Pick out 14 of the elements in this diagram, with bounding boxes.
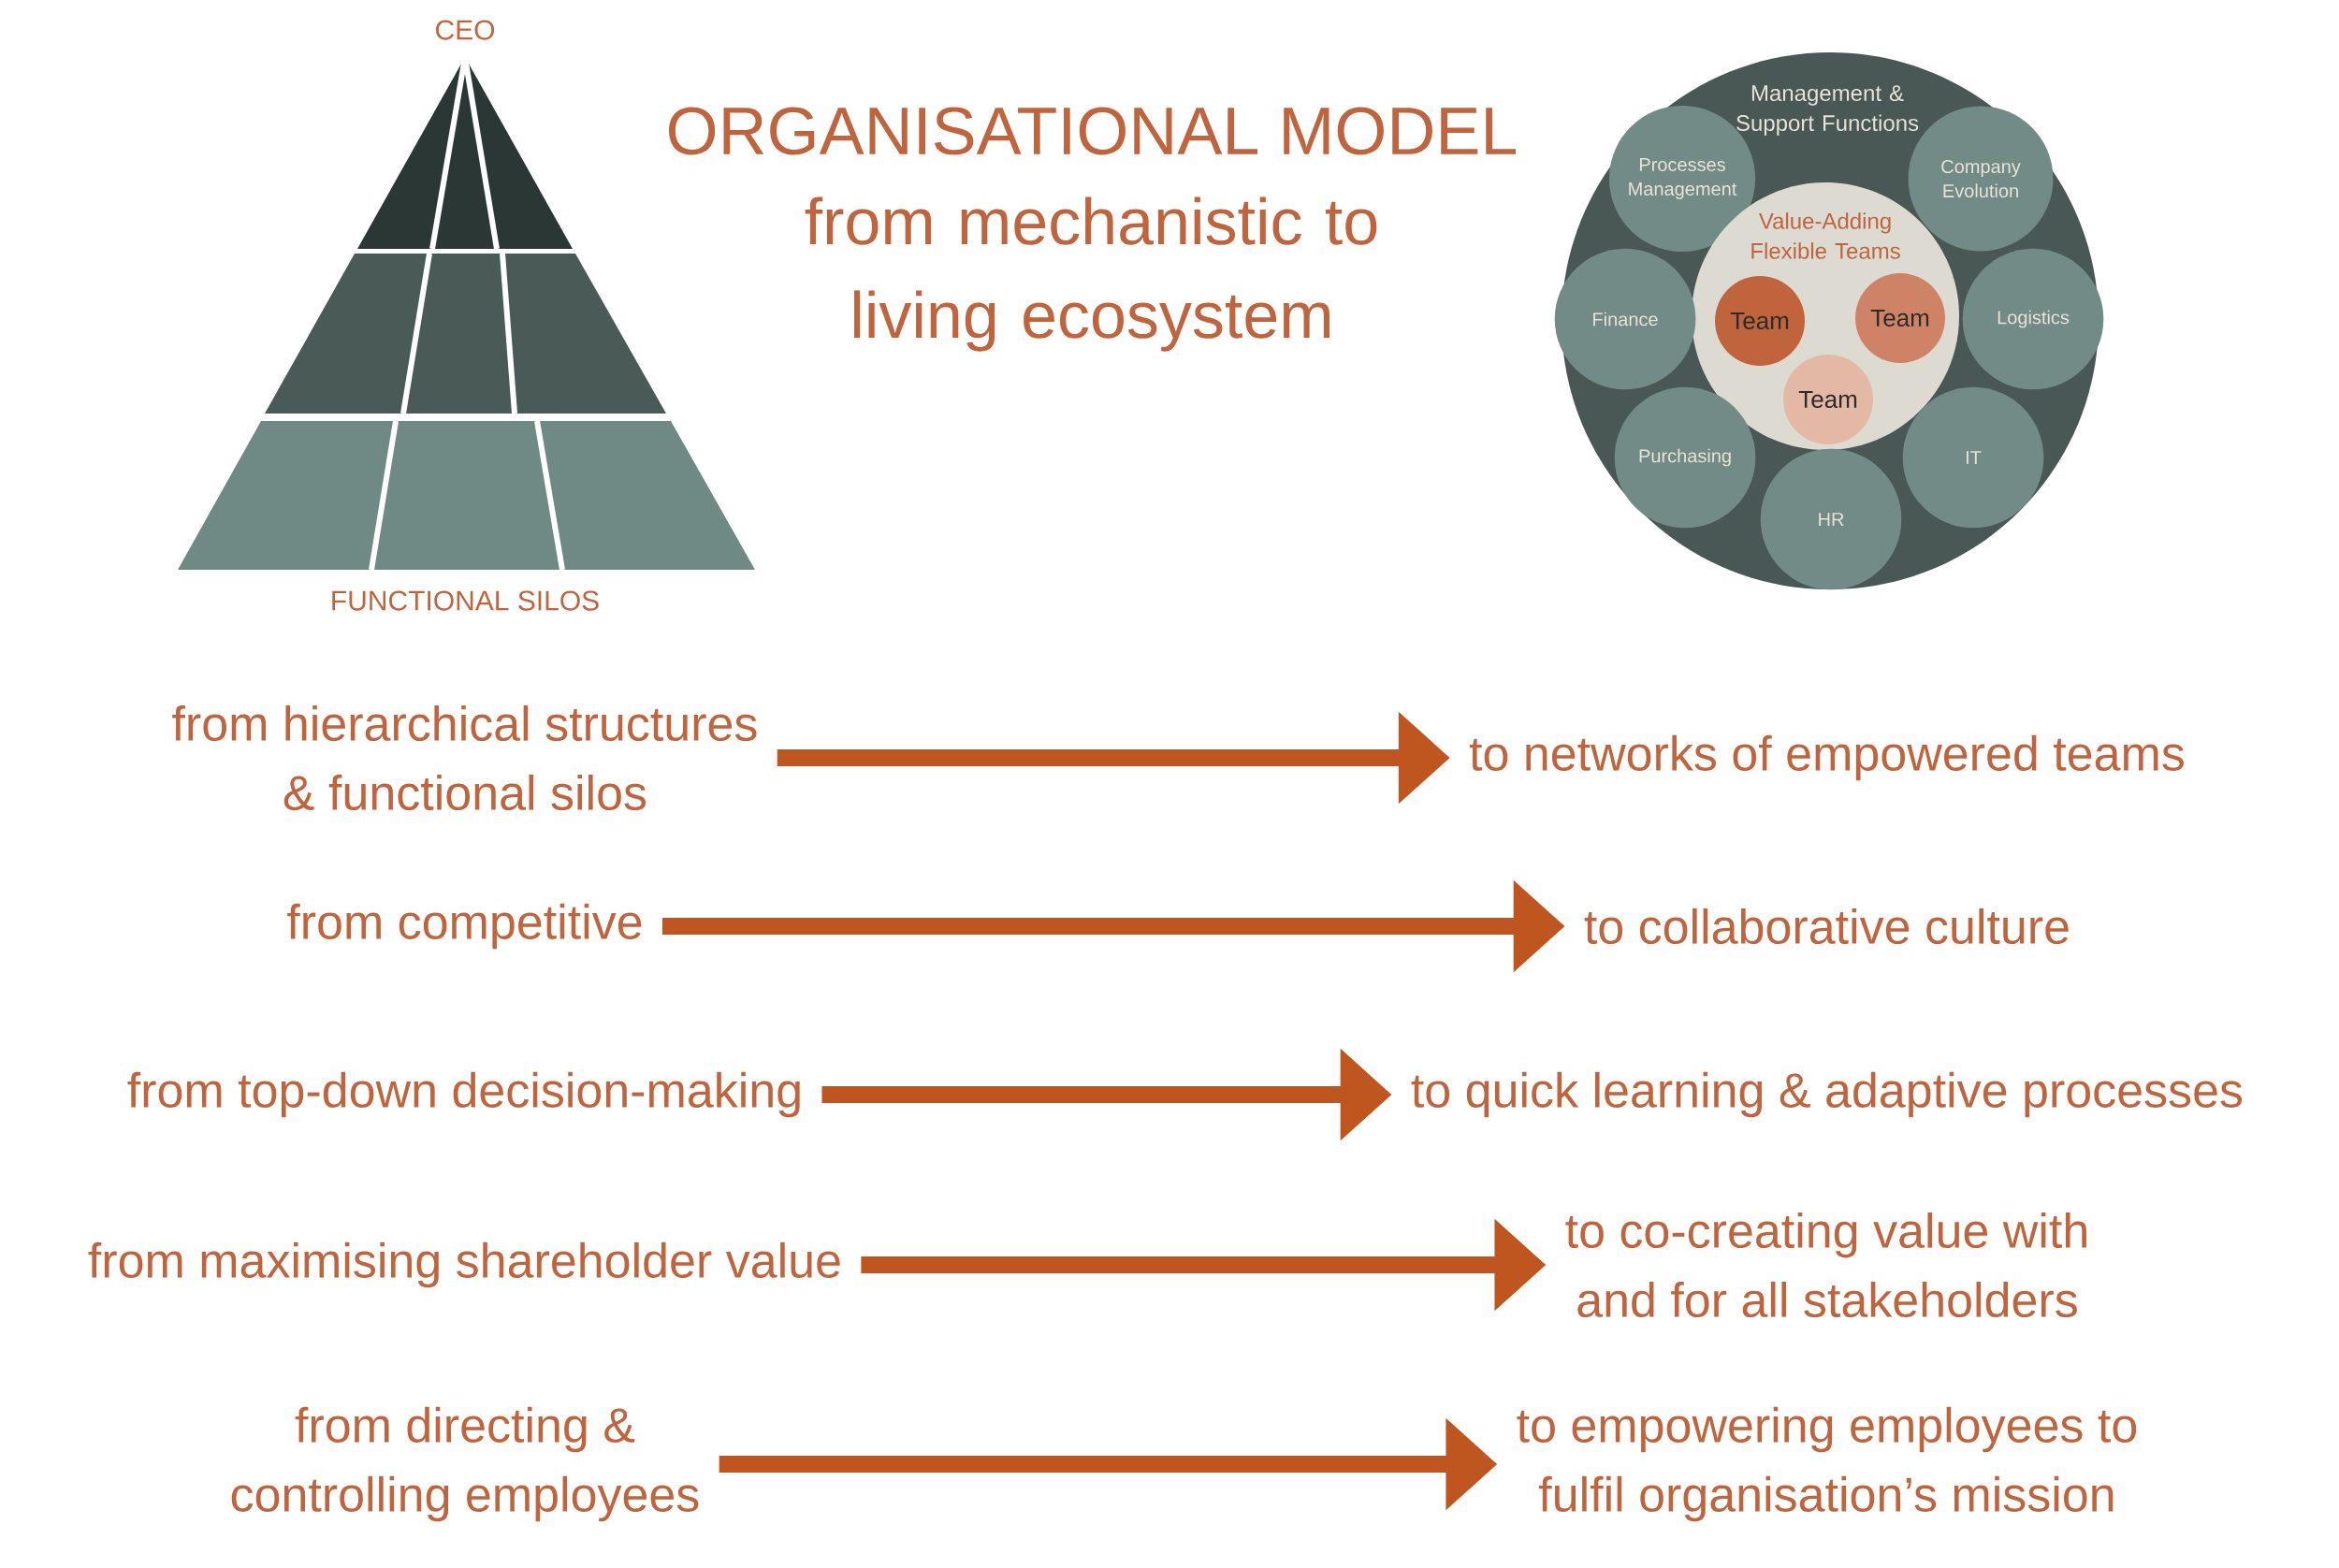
from-statement: from top-down decision-making: [127, 1071, 800, 1118]
pyramid-label: FUNCTIONAL SILOS: [332, 590, 599, 611]
from-statement: from directing & controlling employees: [231, 1406, 699, 1522]
to-statement: to quick learning & adaptive processes: [1411, 1071, 2243, 1118]
title: ORGANISATIONAL MODEL: [669, 107, 1516, 155]
from-statement: from competitive: [287, 903, 642, 950]
to-statement: to networks of empowered teams: [1469, 734, 2184, 781]
pyramid-label: CEO: [436, 20, 495, 40]
to-statement: to collaborative culture: [1584, 907, 2069, 945]
subtitle: from mechanistic to living ecosystem: [805, 196, 1377, 352]
from-statement: from maximising shareholder value: [88, 1241, 840, 1288]
from-statement: from hierarchical structures & functional silos: [172, 704, 757, 811]
to-statement: to empowering employees to fulfil organisation’s mission: [1517, 1406, 2137, 1522]
to-statement: to co-creating value with and for all stakeholders: [1565, 1212, 2086, 1318]
